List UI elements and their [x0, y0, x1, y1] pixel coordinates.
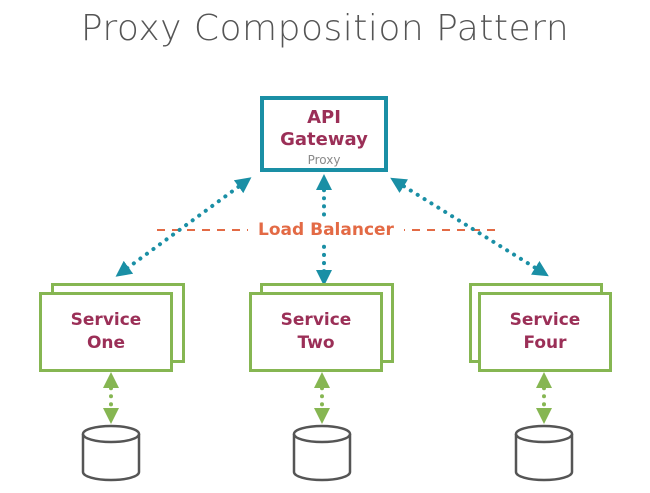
service-one-label-line1: Service	[70, 310, 142, 330]
load-balancer-label: Load Balancer	[248, 219, 404, 241]
database-icon	[81, 424, 141, 482]
gateway-title-line1: API	[307, 107, 341, 128]
diagram-title: Proxy Composition Pattern	[80, 8, 570, 49]
service-one-label-line2: One	[86, 333, 126, 353]
gateway-to-service-one-arrow	[115, 177, 252, 277]
database-icon	[292, 424, 352, 482]
database-icon	[514, 424, 574, 482]
gateway-title-line2: Gateway	[280, 129, 368, 150]
api-gateway-box: API Gateway Proxy	[260, 96, 388, 172]
service-two-label-line1: Service	[280, 310, 352, 330]
gateway-to-service-four-arrow	[390, 177, 549, 277]
gateway-subtitle: Proxy	[307, 153, 341, 167]
service-four-label-line1: Service	[509, 310, 581, 330]
service-two-label-line2: Two	[297, 333, 335, 353]
service-one-box: Service One	[39, 292, 173, 372]
service-four-box: Service Four	[478, 292, 612, 372]
service-two-box: Service Two	[249, 292, 383, 372]
service-four-label-line2: Four	[523, 333, 567, 353]
